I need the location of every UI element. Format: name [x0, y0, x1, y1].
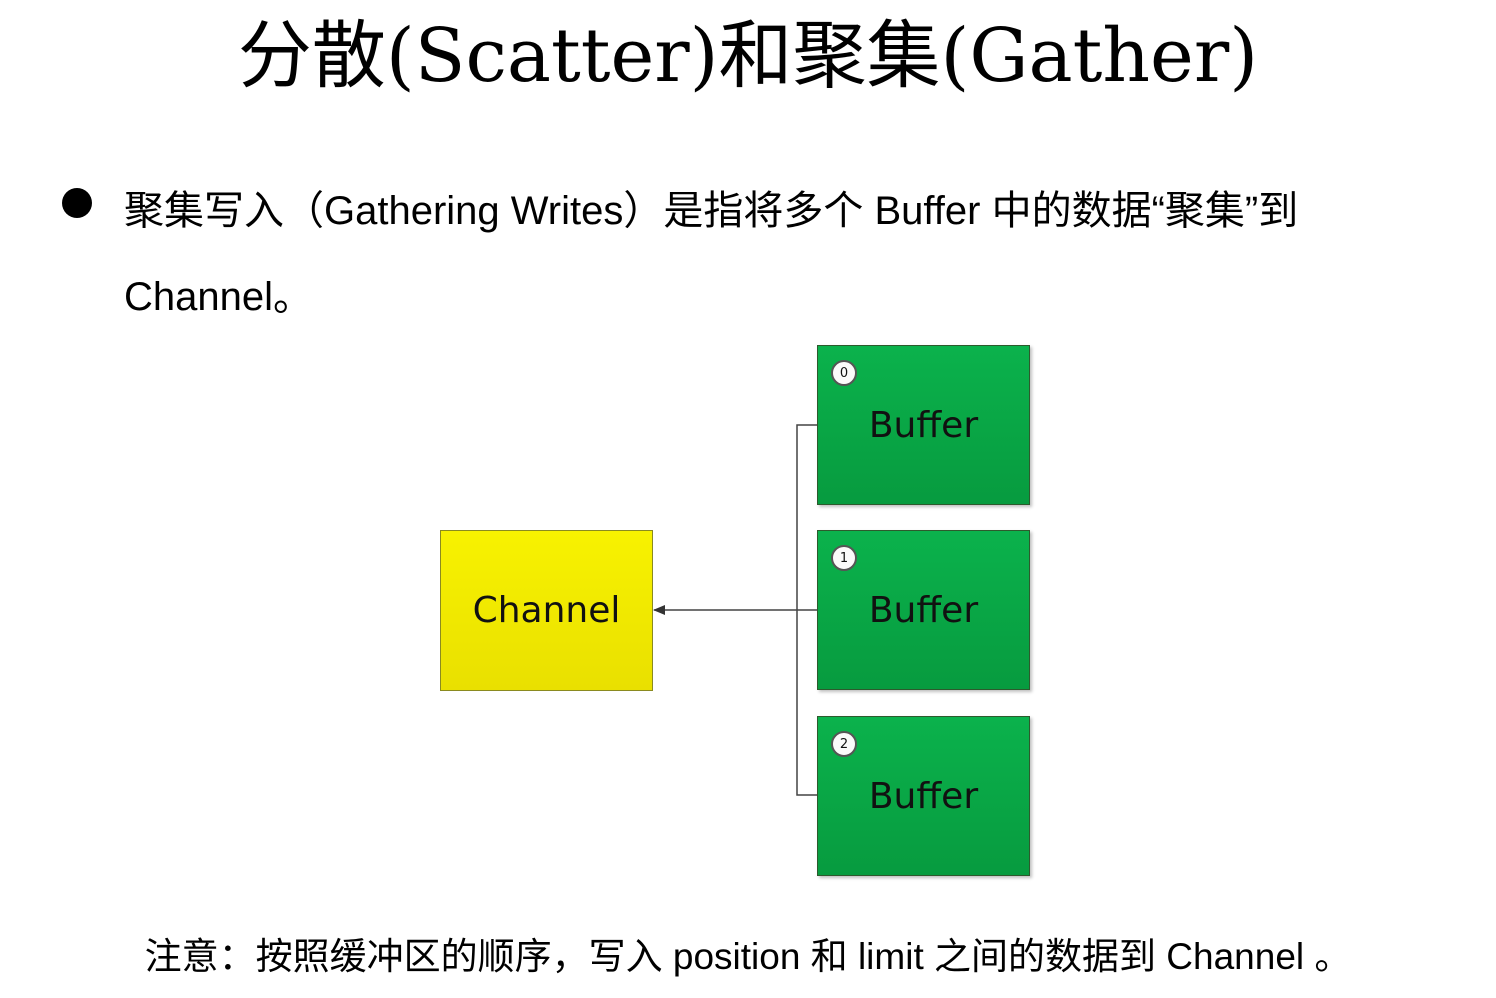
- buffer-box-1: 1 Buffer: [817, 530, 1030, 690]
- channel-box: Channel: [440, 530, 653, 691]
- buffer-label: Buffer: [868, 775, 979, 817]
- bullet-text: 聚集写入（Gathering Writes）是指将多个 Buffer 中的数据“…: [124, 189, 1299, 319]
- bullet-dot: [62, 188, 92, 218]
- buffer-index-badge: 0: [831, 360, 857, 386]
- buffer-box-2: 2 Buffer: [817, 716, 1030, 876]
- channel-label: Channel: [472, 590, 621, 631]
- page-title: 分散(Scatter)和聚集(Gather): [237, 13, 1259, 99]
- buffer-label: Buffer: [868, 404, 979, 446]
- buffer-box-0: 0 Buffer: [817, 345, 1030, 505]
- buffer-index-badge: 1: [831, 545, 857, 571]
- buffer-index-badge: 2: [831, 731, 857, 757]
- note-text: 注意：按照缓冲区的顺序，写入 position 和 limit 之间的数据到 C…: [144, 936, 1352, 977]
- buffer-label: Buffer: [868, 589, 979, 631]
